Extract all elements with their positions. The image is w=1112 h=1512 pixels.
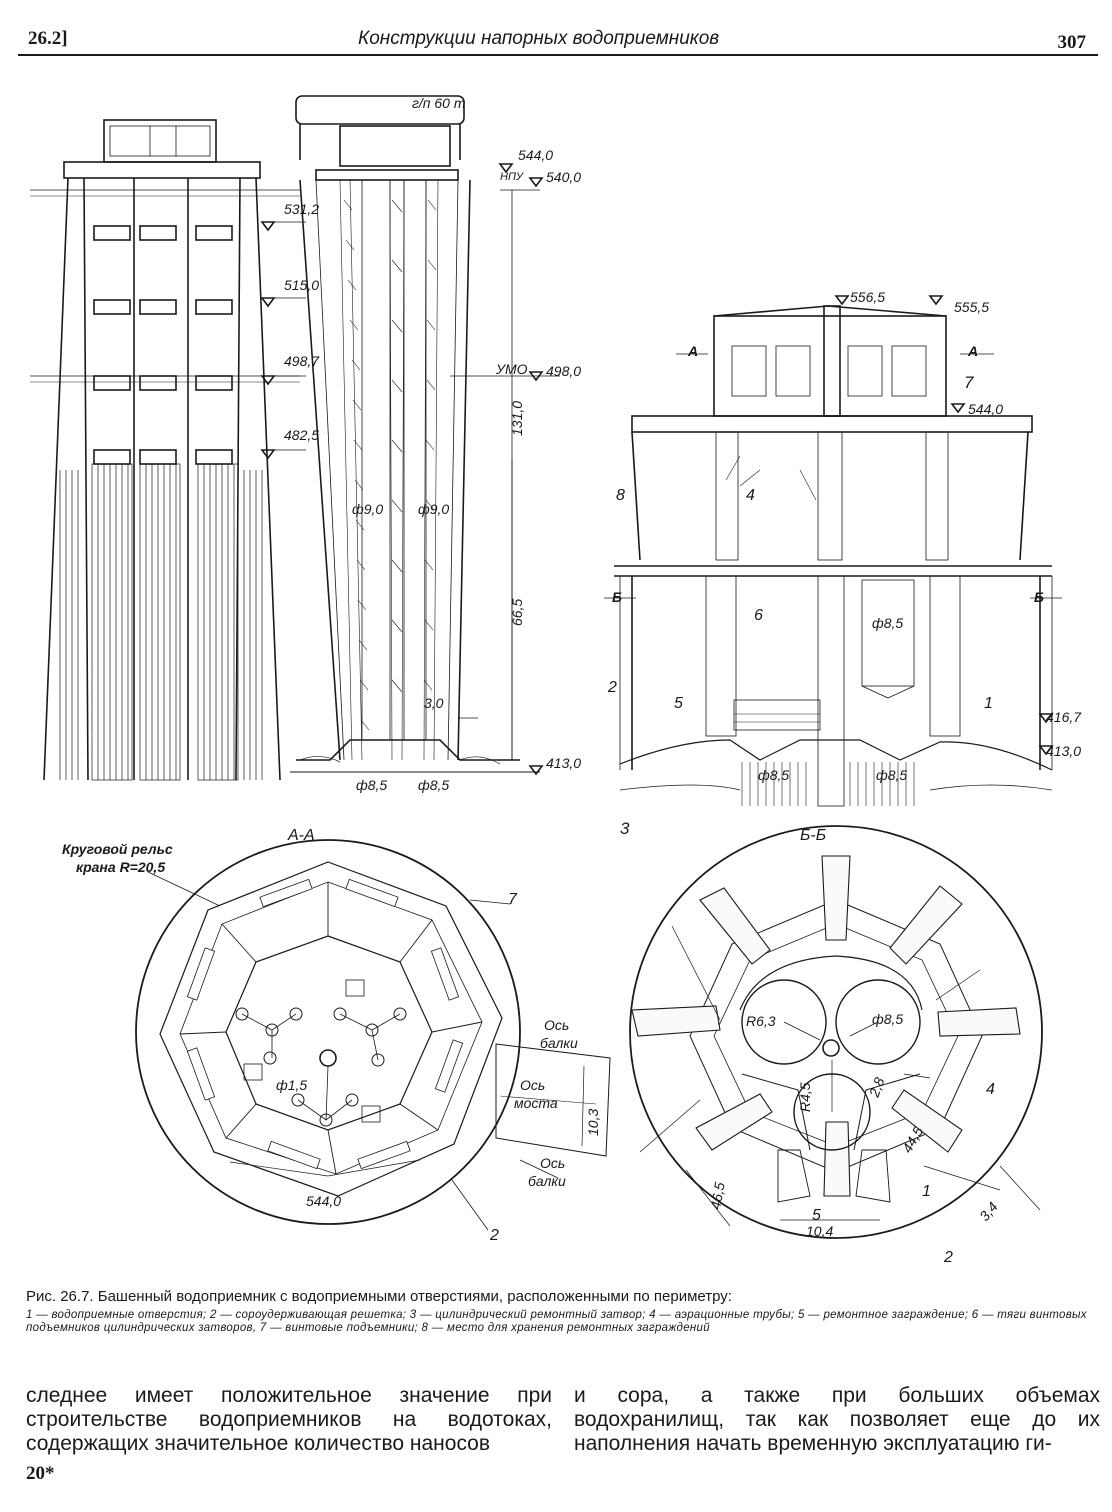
middle-section: [604, 295, 1062, 807]
axis-label: Ось: [520, 1077, 545, 1093]
elevation-label: 416,7: [1046, 709, 1082, 725]
diameter-label: ф8,5: [872, 615, 903, 631]
radius-label: R4,5: [797, 1082, 813, 1112]
level-label: УМО: [495, 361, 528, 377]
body-text: следнее имеет положительное значение при…: [26, 1384, 552, 1455]
dimension-label: 10,3: [585, 1109, 601, 1136]
diameter-label: ф8,5: [356, 777, 387, 793]
section-mark: Б: [612, 589, 622, 605]
callout-number: 7: [964, 373, 974, 392]
figure-caption: Рис. 26.7. Башенный водоприемник с водоп…: [26, 1288, 1096, 1335]
signature-mark: 20*: [26, 1463, 55, 1484]
dimension-label: 66,5: [509, 599, 525, 626]
diameter-label: ф8,5: [876, 767, 907, 783]
section-bb: [629, 825, 1043, 1239]
section-mark: Б: [1034, 589, 1044, 605]
elevation-label: 498,0: [546, 363, 581, 379]
dimension-label: 3,4: [976, 1199, 1001, 1224]
elevation-label: 515,0: [284, 277, 319, 293]
crane-capacity-label: г/п 60 т: [412, 95, 466, 111]
callout-number: 2: [943, 1249, 953, 1266]
tower-section: [260, 95, 560, 776]
dimension-label: 131,0: [509, 401, 525, 436]
elevation-label: 544,0: [518, 147, 553, 163]
diameter-label: ф9,0: [418, 501, 449, 517]
callout-number: 3: [620, 819, 630, 838]
body-column-left: следнее имеет положительное значение при…: [26, 1384, 552, 1456]
elevation-label: 556,5: [850, 289, 885, 305]
elevation-label: 531,2: [284, 201, 319, 217]
axis-label: балки: [540, 1035, 578, 1051]
body-text: и сора, а также при больших объемах водо…: [574, 1384, 1100, 1455]
diameter-label: ф9,0: [352, 501, 383, 517]
callout-number: 1: [922, 1183, 931, 1200]
section-mark: А: [687, 343, 698, 359]
dimension-label: 46,5: [707, 1181, 728, 1211]
axis-label: балки: [528, 1173, 566, 1189]
elevation-label: 540,0: [546, 169, 581, 185]
radius-label: R6,3: [746, 1013, 776, 1029]
diameter-label: ф8,5: [758, 767, 789, 783]
body-column-right: и сора, а также при больших объемах водо…: [574, 1384, 1100, 1456]
diameter-label: ф1,5: [276, 1077, 307, 1093]
callout-number: 4: [746, 487, 755, 504]
caption-legend: 1 — водоприемные отверстия; 2 — сороудер…: [26, 1309, 1087, 1334]
rail-label: крана R=20,5: [76, 859, 165, 875]
callout-number: 8: [616, 487, 625, 504]
diameter-label: ф8,5: [418, 777, 449, 793]
page-number: 307: [1057, 32, 1087, 53]
dimension-label: 10,4: [806, 1223, 833, 1239]
callout-number: 4: [986, 1081, 995, 1098]
dimension-label: 2,8: [865, 1075, 887, 1100]
callout-number: 5: [674, 695, 683, 712]
elevation-label: 413,0: [1046, 743, 1081, 759]
axis-label: моста: [514, 1095, 558, 1111]
elevation-label: 498,7: [284, 353, 320, 369]
page-header: 26.2] Конструкции напорных водоприемнико…: [18, 24, 1098, 56]
section-mark: А: [967, 343, 978, 359]
callout-number: 5: [812, 1207, 821, 1224]
elevation-label: 413,0: [546, 755, 581, 771]
callout-number: 6: [754, 607, 763, 624]
elevation-label: 555,5: [954, 299, 989, 315]
section-aa: [135, 839, 611, 1231]
callout-number: 7: [508, 891, 518, 908]
section-title: А-А: [287, 827, 315, 844]
section-title: Б-Б: [800, 827, 826, 844]
callout-number: 2: [489, 1227, 499, 1244]
axis-label: Ось: [540, 1155, 565, 1171]
tower-facade: [30, 119, 300, 781]
dimension-label: 3,0: [424, 695, 444, 711]
callout-number: 1: [984, 695, 993, 712]
level-label: НПУ: [500, 171, 524, 183]
axis-label: Ось: [544, 1017, 569, 1033]
running-title: Конструкции напорных водоприемников: [358, 28, 720, 49]
caption-title: Рис. 26.7. Башенный водоприемник с водоп…: [26, 1288, 732, 1305]
diameter-label: ф8,5: [872, 1011, 903, 1027]
technical-drawing: 531,2 515,0 498,7 482,5 544,0 540,0 498,…: [30, 95, 1082, 1266]
section-number: 26.2]: [28, 28, 68, 49]
elevation-label: 544,0: [306, 1193, 341, 1209]
callout-number: 2: [607, 679, 617, 696]
rail-label: Круговой рельс: [62, 841, 173, 857]
elevation-label: 482,5: [284, 427, 319, 443]
elevation-label: 544,0: [968, 401, 1003, 417]
